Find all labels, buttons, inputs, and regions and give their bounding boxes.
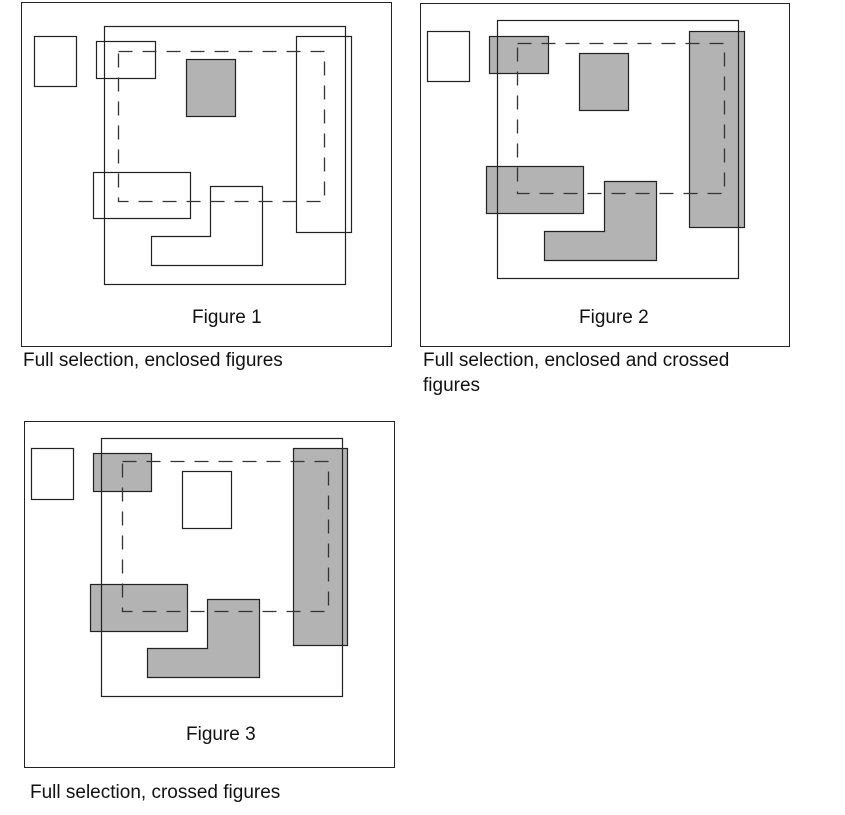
figure-1-diagram	[21, 2, 392, 347]
center-rect	[181, 470, 233, 530]
container-rect	[100, 437, 344, 698]
top-left-rect	[488, 35, 550, 75]
container-rect	[103, 25, 347, 286]
bottom-left-rect	[92, 171, 192, 220]
selection-marquee	[117, 50, 326, 203]
bottom-left-rect	[485, 165, 585, 215]
center-rect	[578, 52, 630, 112]
figure-caption: Full selection, enclosed figures	[23, 350, 283, 371]
bottom-left-rect	[89, 583, 189, 633]
outside-small-rect	[33, 35, 78, 88]
tall-right-rect	[688, 30, 746, 229]
tall-right-rect	[295, 35, 353, 234]
panel-figure-3: Figure 3 Full selection, crossed figures	[0, 410, 400, 815]
figure-label: Figure 3	[186, 724, 256, 745]
figure-caption: Full selection, enclosed and crossed fig…	[423, 350, 730, 396]
top-left-rect	[95, 40, 157, 80]
figure-label: Figure 2	[579, 307, 649, 328]
figure-label: Figure 1	[192, 307, 262, 328]
figure-2-diagram	[420, 3, 790, 347]
container-rect	[496, 19, 740, 280]
selection-marquee	[516, 42, 726, 195]
figure-3-diagram	[24, 421, 395, 768]
figure-caption: Full selection, crossed figures	[30, 782, 281, 803]
l-shape	[543, 180, 658, 262]
l-shape	[146, 598, 261, 679]
panel-figure-1: Figure 1 Full selection, enclosed figure…	[0, 0, 400, 400]
selection-marquee	[121, 460, 330, 613]
panel-figure-2: Figure 2 Full selection, enclosed and cr…	[415, 0, 835, 400]
tall-right-rect	[292, 447, 349, 647]
l-shape	[150, 185, 264, 267]
outside-small-rect	[30, 447, 75, 501]
center-rect	[185, 58, 237, 118]
outside-small-rect	[426, 30, 471, 83]
